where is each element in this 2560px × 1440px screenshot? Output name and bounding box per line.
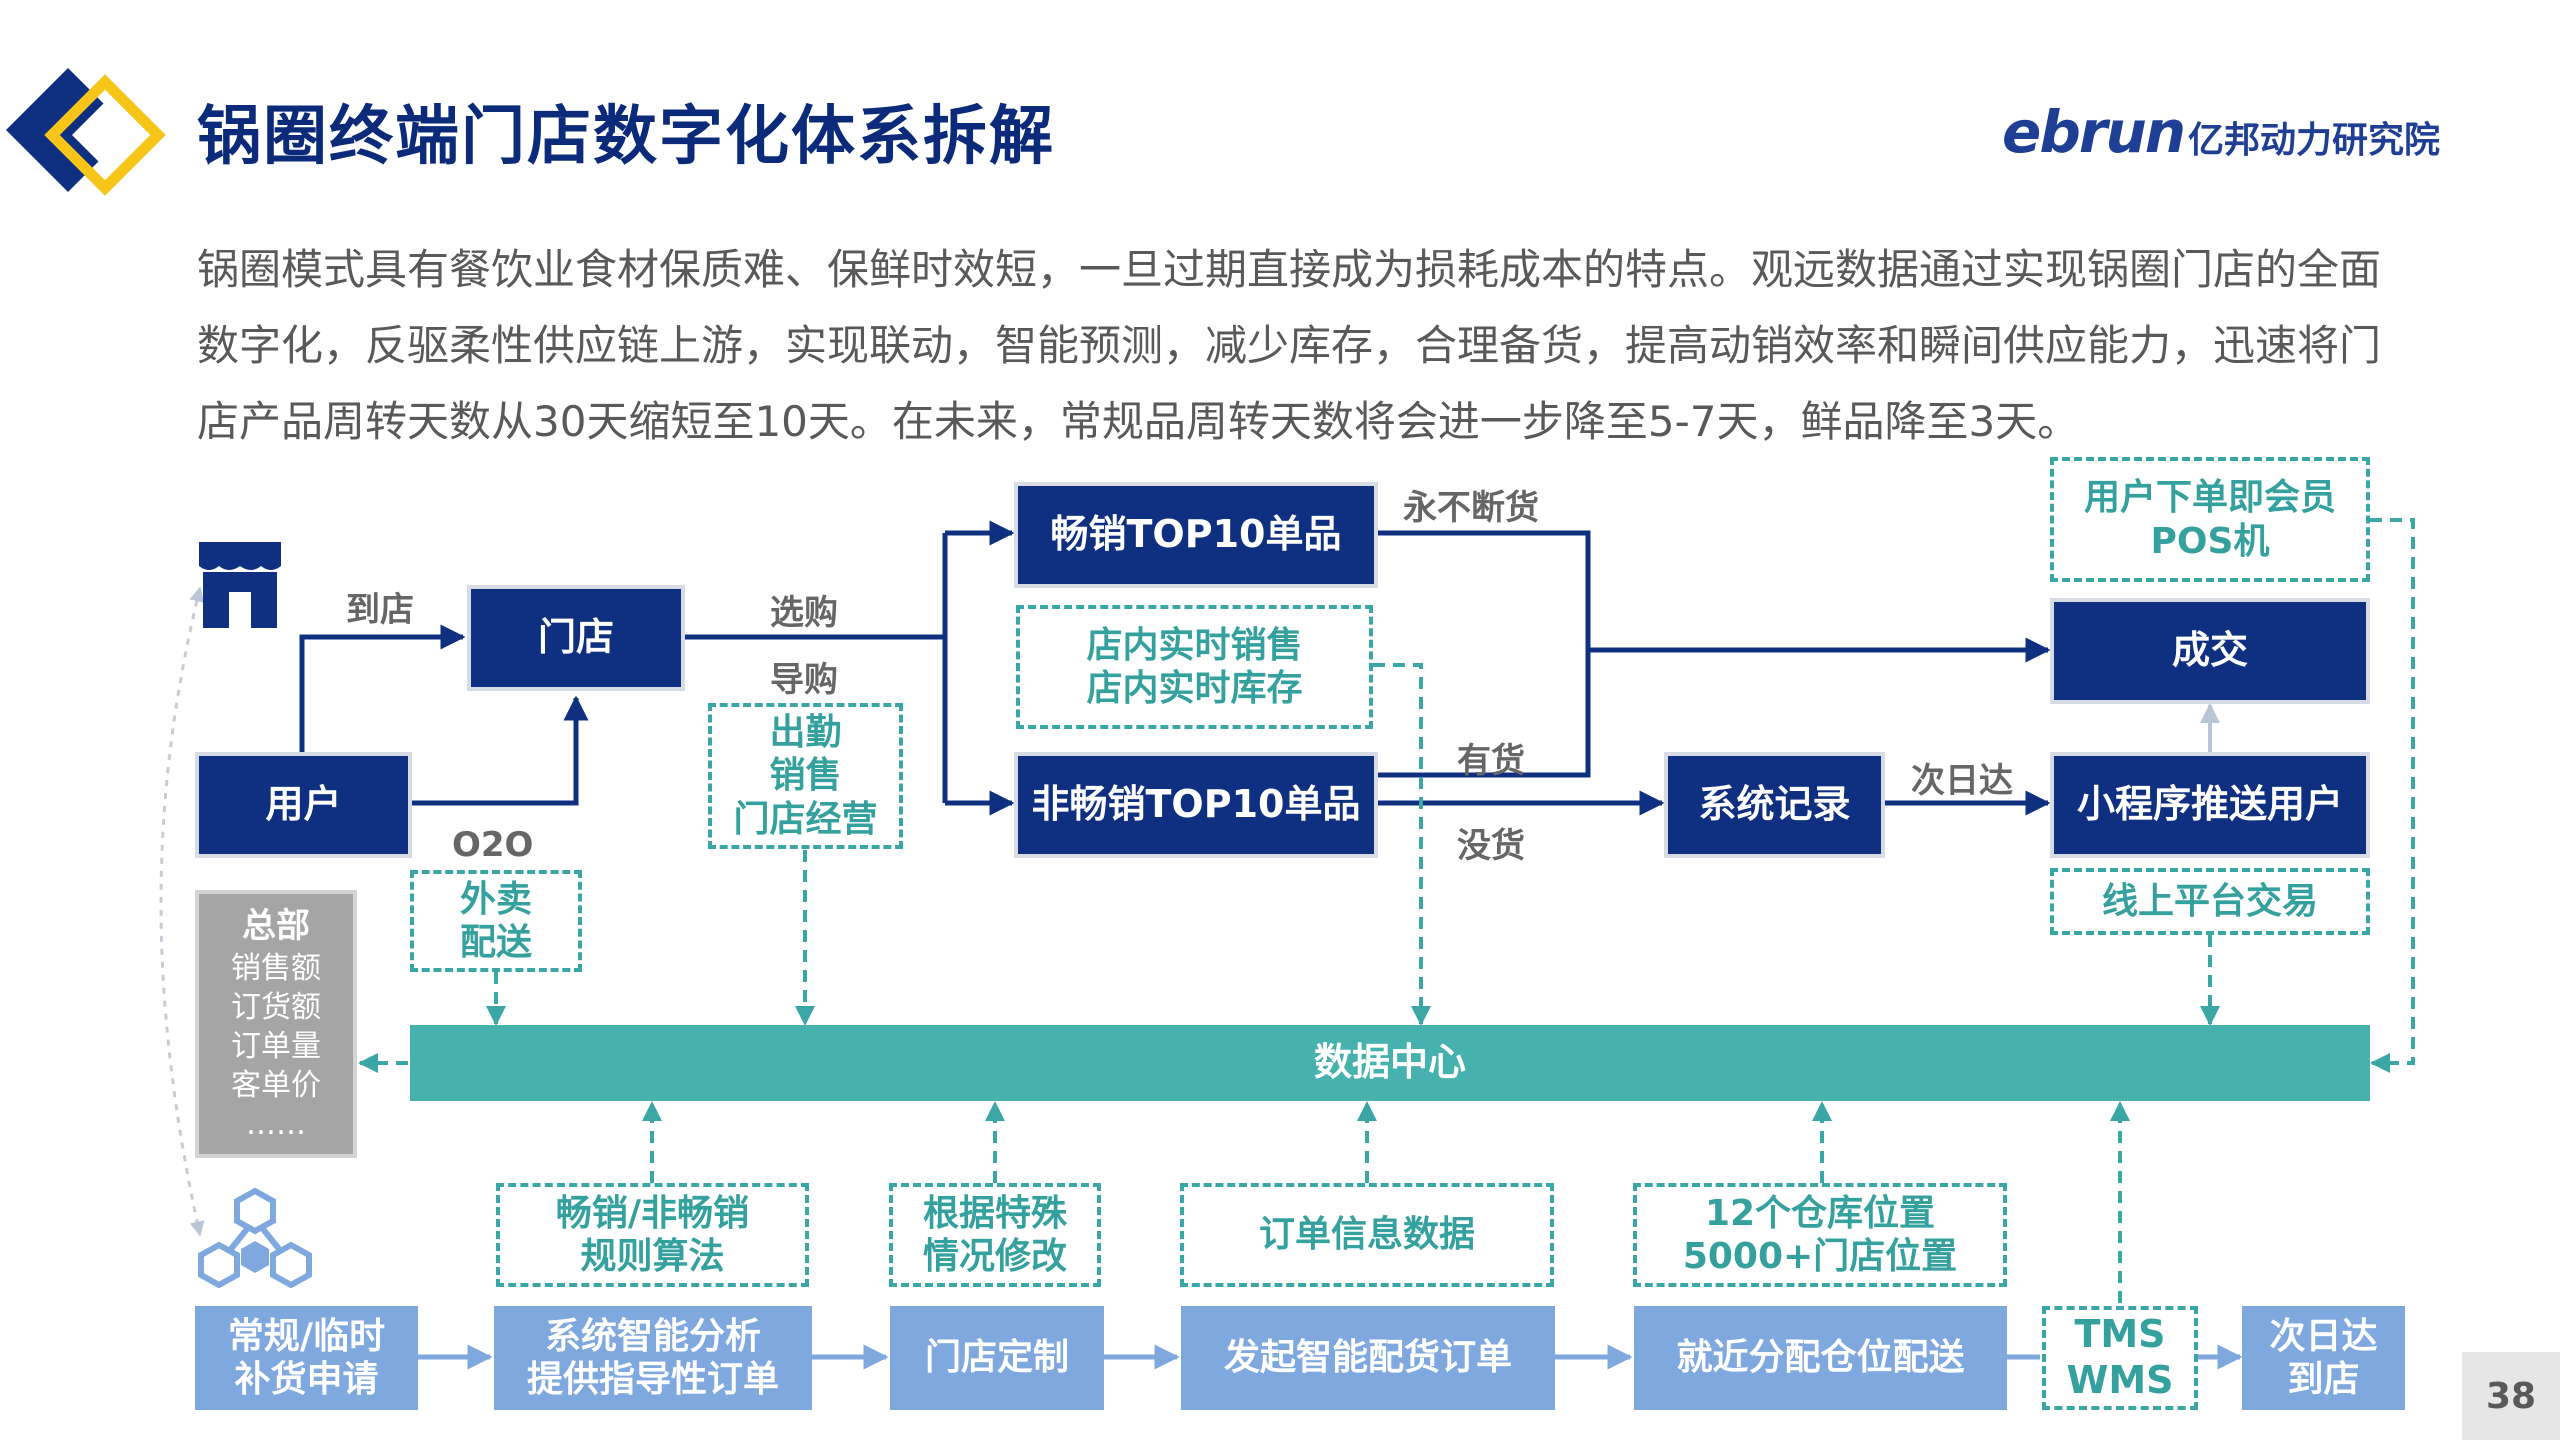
- delivery-text: 配送: [459, 922, 532, 963]
- mini-program-push-node: 小程序推送用户: [2050, 752, 2370, 858]
- non-top10-node: 非畅销TOP10单品: [1014, 752, 1378, 858]
- data-center-bar: 数据中心: [410, 1025, 2370, 1101]
- info-line: 畅销/非畅销: [555, 1192, 750, 1234]
- brand-cn: 亿邦动力研究院: [2188, 120, 2441, 161]
- top10-node: 畅销TOP10单品: [1014, 482, 1378, 588]
- system-record-node: 系统记录: [1664, 752, 1885, 858]
- online-trade-box: 线上平台交易: [2050, 868, 2370, 935]
- store-icon: [199, 542, 281, 628]
- info-line: 12个仓库位置: [1704, 1192, 1936, 1234]
- visit-sales-box: 出勤 销售 门店经营: [708, 703, 903, 849]
- replenishment-request-box: 常规/临时 补货申请: [195, 1306, 418, 1410]
- deal-node: 成交: [2050, 598, 2370, 704]
- next-day-label: 次日达: [1911, 761, 2013, 801]
- tms-text: TMS: [2074, 1312, 2166, 1357]
- guide-label: 导购: [770, 660, 838, 700]
- hq-item: 订货额: [231, 989, 321, 1025]
- page-number: 38: [2462, 1352, 2560, 1440]
- page-title: 锅圈终端门店数字化体系拆解: [197, 100, 1055, 174]
- sales-text: 销售: [769, 755, 842, 797]
- next-day-store-box: 次日达 到店: [2242, 1306, 2405, 1410]
- tms-wms-box: TMS WMS: [2042, 1306, 2198, 1410]
- smart-order-box: 发起智能配货订单: [1181, 1306, 1555, 1410]
- wms-text: WMS: [2066, 1358, 2174, 1402]
- select-label: 选购: [770, 593, 838, 633]
- in-stock-label: 有货: [1457, 741, 1525, 781]
- order-info-box: 订单信息数据: [1180, 1183, 1554, 1287]
- store-customize-box: 门店定制: [890, 1306, 1104, 1410]
- headquarters-box: 总部 销售额 订货额 订单量 客单价 ……: [195, 890, 357, 1158]
- store-node: 门店: [467, 585, 685, 691]
- info-line: 规则算法: [580, 1236, 725, 1277]
- smart-analysis-box: 系统智能分析 提供指导性订单: [494, 1306, 812, 1410]
- instore-realtime-box: 店内实时销售 店内实时库存: [1016, 605, 1373, 729]
- to-store-label: 到店: [346, 590, 414, 630]
- never-out-label: 永不断货: [1403, 488, 1539, 528]
- takeout-text: 外卖: [459, 878, 532, 920]
- hq-item: 客单价: [231, 1067, 321, 1103]
- bestseller-rule-box: 畅销/非畅销 规则算法: [496, 1183, 809, 1287]
- nearest-warehouse-box: 就近分配仓位配送: [1634, 1306, 2007, 1410]
- warehouse-location-box: 12个仓库位置 5000+门店位置: [1633, 1183, 2007, 1287]
- out-stock-label: 没货: [1457, 826, 1525, 866]
- flow-line: 系统智能分析: [544, 1315, 761, 1357]
- flow-line: 常规/临时: [227, 1315, 386, 1357]
- hq-title: 总部: [242, 906, 310, 947]
- attendance-text: 出勤: [769, 712, 842, 754]
- hq-item: ……: [246, 1106, 306, 1142]
- member-text: 用户下单即会员: [2083, 477, 2336, 519]
- hq-item: 销售额: [231, 950, 321, 986]
- member-pos-box: 用户下单即会员 POS机: [2050, 457, 2370, 582]
- pos-text: POS机: [2150, 520, 2270, 562]
- flow-line: 补货申请: [234, 1359, 379, 1400]
- store-operation-text: 门店经营: [733, 798, 878, 840]
- info-line: 情况修改: [922, 1236, 1067, 1277]
- instore-stock-text: 店内实时库存: [1086, 668, 1303, 709]
- instore-sales-text: 店内实时销售: [1086, 624, 1303, 666]
- flow-line: 次日达: [2269, 1315, 2378, 1357]
- o2o-label: O2O: [452, 825, 534, 865]
- info-line: 5000+门店位置: [1682, 1236, 1958, 1277]
- diamond-logo-icon: [6, 68, 166, 196]
- o2o-delivery-box: 外卖 配送: [410, 870, 582, 972]
- special-case-box: 根据特殊 情况修改: [889, 1183, 1101, 1287]
- hq-item: 订单量: [231, 1028, 321, 1064]
- info-line: 根据特殊: [922, 1192, 1067, 1234]
- flow-line: 提供指导性订单: [526, 1359, 779, 1400]
- flow-line: 到店: [2287, 1359, 2360, 1400]
- network-icon: [198, 1187, 312, 1289]
- user-node: 用户: [195, 752, 412, 858]
- brand-en: ebrun: [2002, 98, 2186, 166]
- intro-paragraph: 锅圈模式具有餐饮业食材保质难、保鲜时效短，一旦过期直接成为损耗成本的特点。观远数…: [197, 245, 2382, 446]
